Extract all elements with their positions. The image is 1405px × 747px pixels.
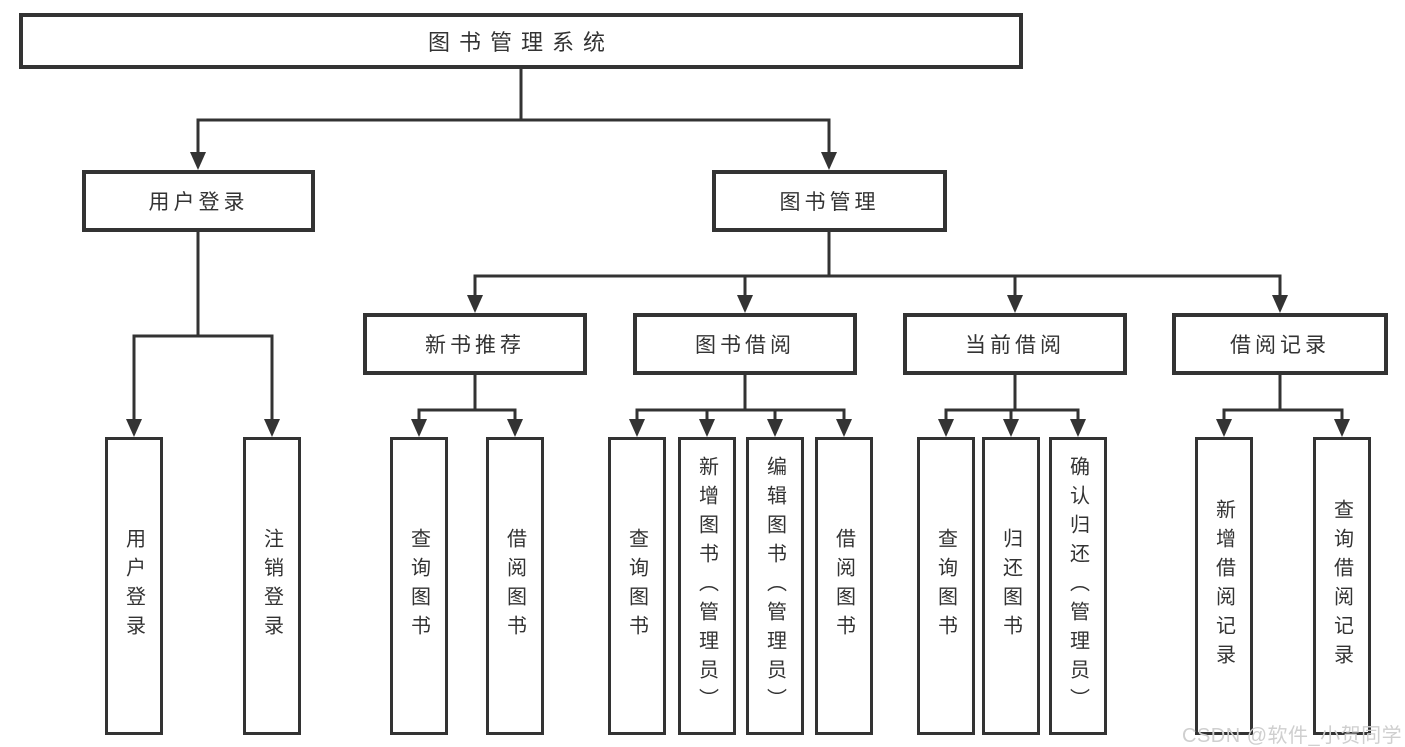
leaf-query-books-3: 查询图书: [917, 437, 975, 735]
leaf-edit-books-admin: 编辑图书（管理员）: [746, 437, 804, 735]
arrowhead-icon: [1216, 419, 1232, 437]
leaf-borrow-books-1: 借阅图书: [486, 437, 544, 735]
connector-current-borrowing-to-leaves: [938, 373, 1086, 437]
leaf-return-books-label: 归还图书: [999, 528, 1022, 644]
arrowhead-icon: [629, 419, 645, 437]
leaf-add-borrow-record-label: 新增借阅记录: [1212, 499, 1235, 673]
leaf-query-books-2: 查询图书: [608, 437, 666, 735]
node-user-login-label: 用户登录: [148, 191, 249, 214]
node-root: 图书管理系统: [19, 13, 1023, 69]
leaf-user-login-label: 用户登录: [122, 528, 145, 644]
node-book-management-label: 图书管理: [779, 191, 880, 214]
arrowhead-icon: [699, 419, 715, 437]
connector-new-book-recommend-to-leaves: [411, 373, 523, 437]
node-current-borrowing-label: 当前借阅: [965, 334, 1065, 357]
node-borrowing-records-label: 借阅记录: [1230, 334, 1330, 357]
node-user-login: 用户登录: [82, 170, 315, 232]
arrowhead-icon: [836, 419, 852, 437]
connector-book-borrowing-to-leaves: [629, 373, 852, 437]
arrowhead-icon: [821, 152, 837, 170]
node-new-book-recommend: 新书推荐: [363, 313, 587, 375]
node-new-book-recommend-label: 新书推荐: [425, 334, 525, 357]
node-borrowing-records: 借阅记录: [1172, 313, 1388, 375]
leaf-confirm-return-admin: 确认归还（管理员）: [1049, 437, 1107, 735]
leaf-edit-books-admin-label: 编辑图书（管理员）: [763, 455, 786, 717]
leaf-return-books: 归还图书: [982, 437, 1040, 735]
arrowhead-icon: [467, 295, 483, 313]
connector-borrowing-records-to-leaves: [1216, 373, 1350, 437]
connector-root-to-level2: [190, 67, 837, 170]
arrowhead-icon: [264, 419, 280, 437]
leaf-borrow-books-2: 借阅图书: [815, 437, 873, 735]
arrowhead-icon: [1070, 419, 1086, 437]
arrowhead-icon: [1334, 419, 1350, 437]
arrowhead-icon: [507, 419, 523, 437]
leaf-logout-label: 注销登录: [260, 528, 283, 644]
leaf-borrow-books-2-label: 借阅图书: [832, 528, 855, 644]
leaf-logout: 注销登录: [243, 437, 301, 735]
connector-book-management-to-level3: [467, 230, 1288, 313]
arrowhead-icon: [126, 419, 142, 437]
arrowhead-icon: [190, 152, 206, 170]
leaf-user-login: 用户登录: [105, 437, 163, 735]
leaf-query-books-3-label: 查询图书: [934, 528, 957, 644]
leaf-query-books-2-label: 查询图书: [625, 528, 648, 644]
leaf-query-books-1-label: 查询图书: [407, 528, 430, 644]
node-book-borrowing: 图书借阅: [633, 313, 857, 375]
leaf-query-borrow-record: 查询借阅记录: [1313, 437, 1371, 735]
leaf-query-borrow-record-label: 查询借阅记录: [1330, 499, 1353, 673]
arrowhead-icon: [1003, 419, 1019, 437]
arrowhead-icon: [767, 419, 783, 437]
leaf-add-borrow-record: 新增借阅记录: [1195, 437, 1253, 735]
arrowhead-icon: [411, 419, 427, 437]
node-book-management: 图书管理: [712, 170, 947, 232]
arrowhead-icon: [938, 419, 954, 437]
leaf-borrow-books-1-label: 借阅图书: [503, 528, 526, 644]
arrowhead-icon: [737, 295, 753, 313]
node-root-label: 图书管理系统: [427, 30, 614, 55]
node-book-borrowing-label: 图书借阅: [695, 334, 795, 357]
arrowhead-icon: [1007, 295, 1023, 313]
watermark: CSDN @软件_小贺同学: [1182, 725, 1403, 747]
leaf-add-books-admin: 新增图书（管理员）: [678, 437, 736, 735]
arrowhead-icon: [1272, 295, 1288, 313]
connector-user-login-to-leaves: [126, 230, 280, 437]
leaf-add-books-admin-label: 新增图书（管理员）: [695, 455, 718, 717]
leaf-query-books-1: 查询图书: [390, 437, 448, 735]
leaf-confirm-return-admin-label: 确认归还（管理员）: [1066, 455, 1089, 717]
node-current-borrowing: 当前借阅: [903, 313, 1127, 375]
